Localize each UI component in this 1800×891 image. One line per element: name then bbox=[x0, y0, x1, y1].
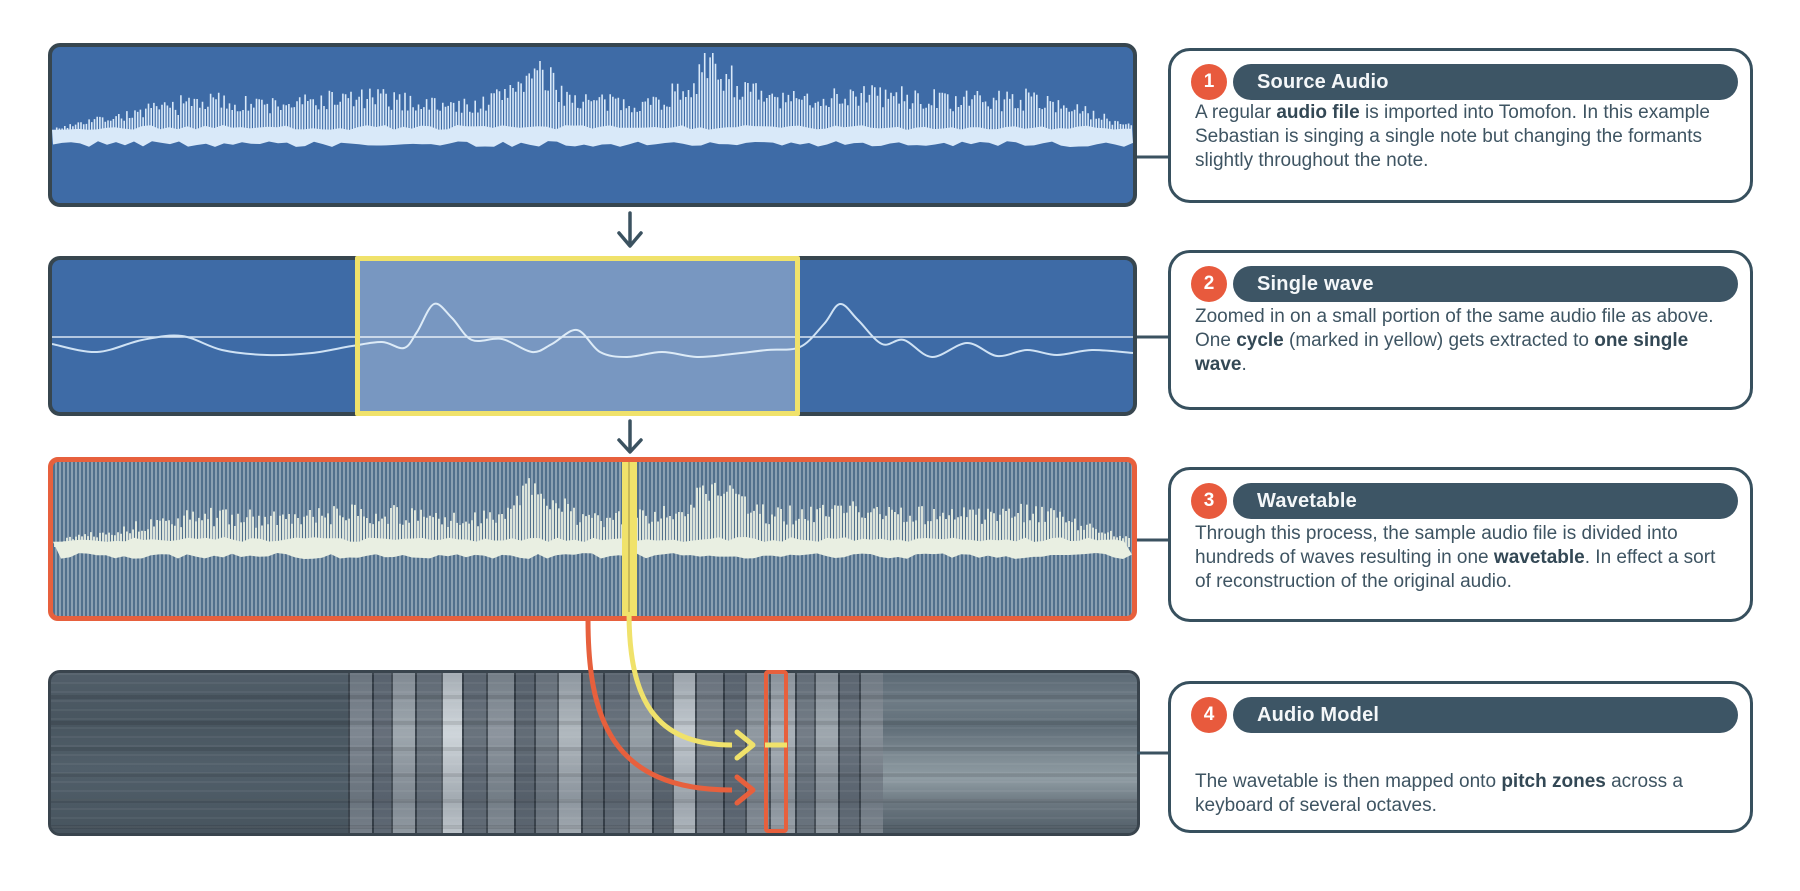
step-number-badge: 4 bbox=[1191, 697, 1227, 733]
selected-wave-slice bbox=[622, 462, 637, 616]
audio-model-panel bbox=[48, 670, 1140, 836]
source-audio-panel bbox=[48, 43, 1137, 207]
pitch-zone-bar bbox=[859, 673, 884, 833]
pitch-zone-bar bbox=[768, 673, 795, 833]
pitch-zone-bar bbox=[814, 673, 838, 833]
pitch-zone-bar bbox=[581, 673, 603, 833]
pitch-zone-bar bbox=[695, 673, 724, 833]
pitch-zone-bar bbox=[414, 673, 441, 833]
pitch-zone-bar bbox=[514, 673, 534, 833]
callout-connectors bbox=[1137, 155, 1168, 755]
pitch-zone-bar bbox=[462, 673, 487, 833]
callout-body: The wavetable is then mapped onto pitch … bbox=[1195, 771, 1683, 816]
callout-single-wave: 2 Single wave Zoomed in on a small porti… bbox=[1168, 250, 1753, 410]
callout-source-audio: 1 Source Audio A regular audio file is i… bbox=[1168, 48, 1753, 203]
pitch-zone-bar bbox=[744, 673, 769, 833]
callout-title: Wavetable bbox=[1233, 483, 1738, 519]
pitch-zone-bar bbox=[440, 673, 463, 833]
pitch-zone-bar bbox=[391, 673, 415, 833]
callout-body: Through this process, the sample audio f… bbox=[1195, 523, 1716, 592]
callout-title: Audio Model bbox=[1233, 697, 1738, 733]
step-number-badge: 3 bbox=[1191, 483, 1227, 519]
pitch-zone-bar bbox=[371, 673, 392, 833]
pitch-zone-bar bbox=[794, 673, 814, 833]
callout-body: A regular audio file is imported into To… bbox=[1195, 102, 1711, 171]
step-number-badge: 2 bbox=[1191, 266, 1227, 302]
callout-title: Single wave bbox=[1233, 266, 1738, 302]
callout-audio-model: 4 Audio Model The wavetable is then mapp… bbox=[1168, 681, 1753, 833]
pitch-zone-bar bbox=[837, 673, 860, 833]
step-number-badge: 1 bbox=[1191, 64, 1227, 100]
wavetable-waveform bbox=[53, 478, 1132, 559]
pitch-zone-bar bbox=[348, 673, 372, 833]
down-arrow-icon bbox=[617, 211, 643, 248]
down-arrow-icon bbox=[617, 419, 643, 454]
pitch-zone-bar bbox=[486, 673, 515, 833]
callout-title: Source Audio bbox=[1233, 64, 1738, 100]
zoomed-waveform bbox=[52, 302, 1133, 359]
audio-model-plain-region bbox=[51, 673, 348, 833]
pitch-zones-region bbox=[348, 673, 884, 833]
pitch-zone-bar bbox=[652, 673, 672, 833]
pitch-zone-bar bbox=[628, 673, 653, 833]
pitch-zone-bar bbox=[602, 673, 629, 833]
pitch-zone-bar bbox=[671, 673, 696, 833]
source-audio-waveform bbox=[52, 53, 1133, 147]
pitch-zone-bar bbox=[723, 673, 745, 833]
cycle-selection-box bbox=[355, 256, 800, 416]
audio-model-band-region bbox=[883, 673, 1137, 833]
pitch-zone-bar bbox=[533, 673, 558, 833]
wavetable-panel bbox=[48, 457, 1137, 621]
callout-wavetable: 3 Wavetable Through this process, the sa… bbox=[1168, 467, 1753, 622]
callout-body: Zoomed in on a small portion of the same… bbox=[1195, 306, 1714, 375]
pitch-zone-bar bbox=[557, 673, 581, 833]
